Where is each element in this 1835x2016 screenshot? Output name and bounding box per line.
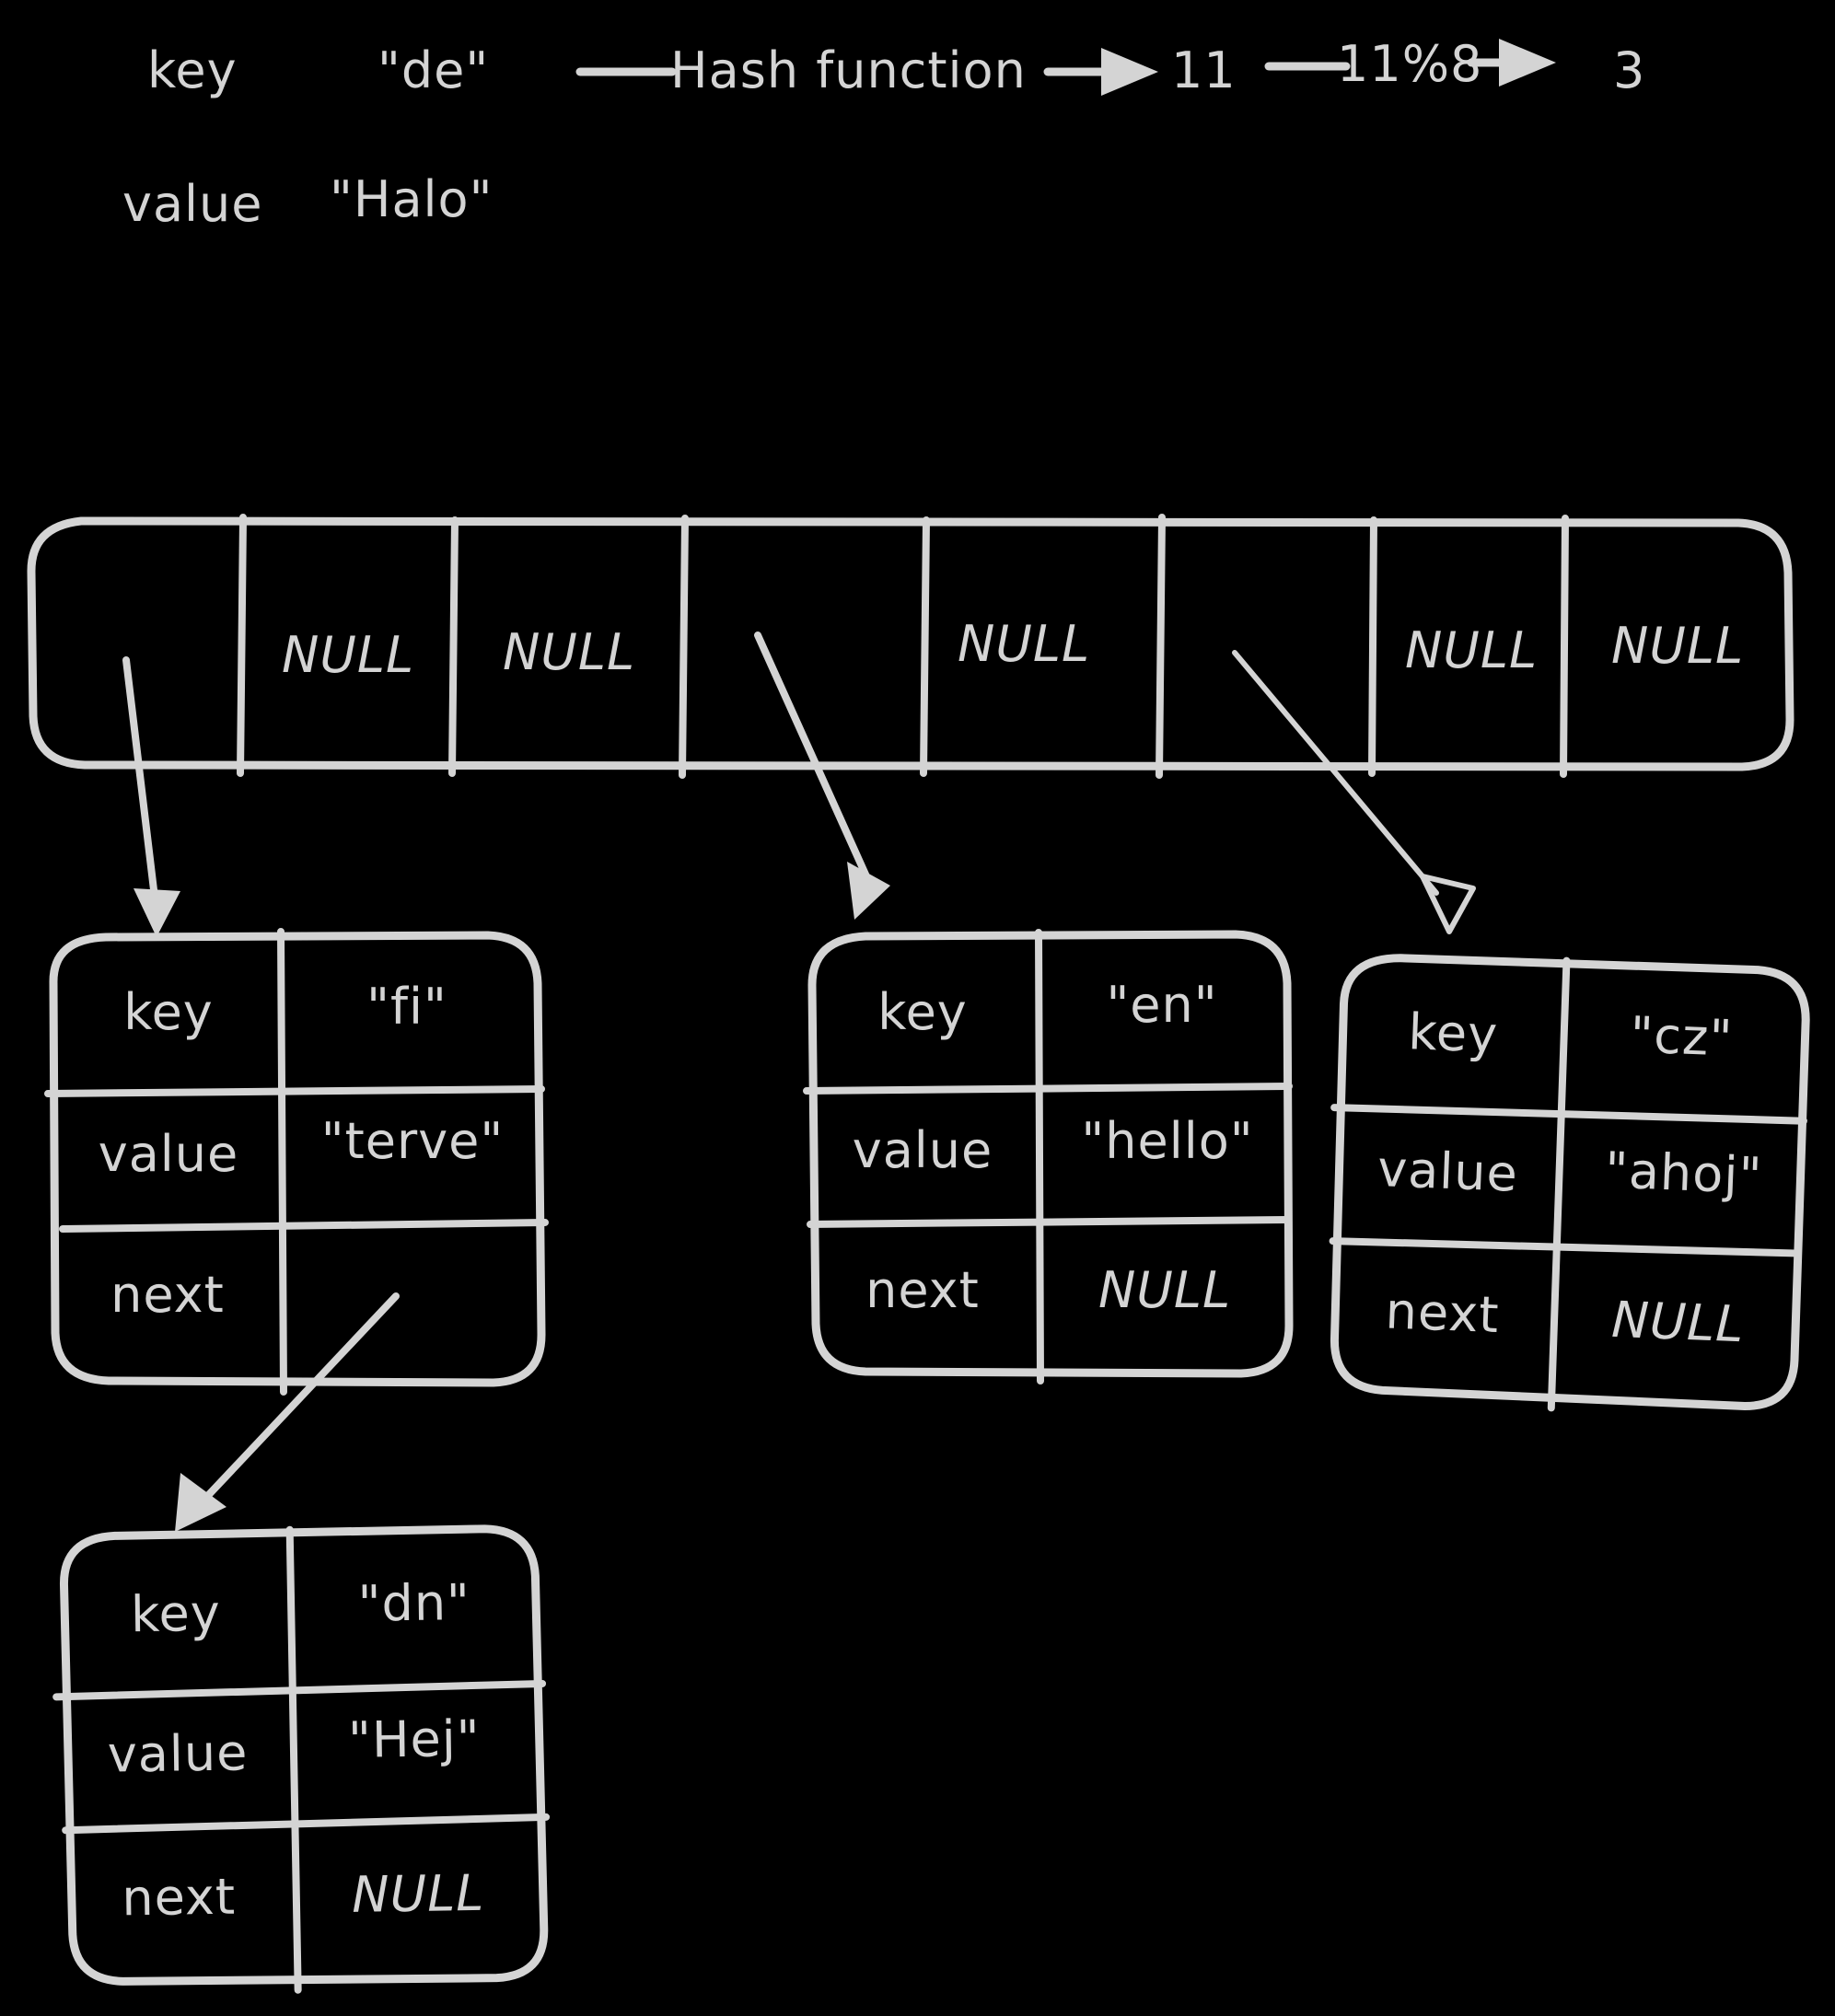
pointer-bucket3-to-node-en [754, 631, 890, 920]
node-fi-value-value: "terve" [321, 1112, 504, 1170]
pointer-node-fi-next-to-node-dn [175, 1292, 400, 1532]
node-dn[interactable]: key "dn" value "Hej" next NULL [52, 1524, 551, 1994]
bucket-divider-5 [1368, 516, 1377, 777]
node-en-outline [807, 930, 1294, 1378]
pointer-bucket0-to-node-fi [122, 656, 180, 937]
node-cz-col-divider [1547, 956, 1571, 1412]
bucket-label-2: NULL [503, 623, 635, 681]
bucket-divider-0 [237, 514, 247, 777]
node-dn-value-label: value [107, 1723, 248, 1783]
node-fi-value-label: value [99, 1125, 239, 1183]
node-dn-row-divider-2 [62, 1813, 551, 1835]
bucket-divider-4 [1156, 514, 1166, 779]
bucket-label-1: NULL [282, 626, 414, 684]
bucket-label-6: NULL [1405, 621, 1538, 679]
node-en-row-divider-1 [803, 1083, 1293, 1095]
header-key-value: "de" [377, 41, 489, 99]
bucket-cell-2[interactable]: NULL [503, 623, 635, 681]
node-en-row-divider-2 [807, 1216, 1291, 1228]
pointer-bucket5-to-node-cz [1232, 650, 1476, 934]
node-cz-key-value: "cz" [1629, 1005, 1734, 1067]
bucket-divider-3 [920, 516, 930, 777]
modulo-arrow-head-icon [1499, 39, 1556, 87]
node-cz-row-divider-1 [1330, 1104, 1807, 1125]
header-key-label: key [147, 41, 238, 99]
node-cz-row-divider-2 [1329, 1237, 1799, 1257]
node-dn-key-label: key [131, 1584, 221, 1643]
node-fi-col-divider [277, 928, 287, 1396]
node-fi-row-divider-2 [59, 1219, 549, 1233]
node-cz-value-value: "ahoj" [1604, 1141, 1763, 1205]
node-dn-row-divider-1 [52, 1679, 547, 1701]
node-en-key-label: key [877, 983, 968, 1041]
node-dn-value-value: "Hej" [348, 1709, 481, 1769]
header-value-value: "Halo" [330, 170, 493, 228]
bucket-cell-1[interactable]: NULL [282, 626, 414, 684]
node-dn-key-value: "dn" [357, 1573, 470, 1633]
node-fi-key-value: "fi" [366, 978, 447, 1036]
node-cz-next-value: NULL [1610, 1291, 1745, 1353]
hash-function-label: Hash function [670, 41, 1027, 99]
modulo-result: 3 [1613, 41, 1645, 99]
bucket-cell-4[interactable]: NULL [958, 615, 1090, 673]
node-en-col-divider [1035, 929, 1044, 1385]
bucket-cell-6[interactable]: NULL [1405, 621, 1538, 679]
node-en-next-label: next [865, 1261, 980, 1319]
bucket-cell-7[interactable]: NULL [1611, 617, 1744, 675]
bucket-divider-6 [1560, 515, 1569, 778]
node-dn-next-label: next [122, 1868, 237, 1928]
hash-arrow-head-icon [1101, 48, 1158, 96]
node-en-value-value: "hello" [1081, 1112, 1253, 1170]
node-cz-next-label: next [1385, 1281, 1501, 1344]
node-cz[interactable]: key "cz" value "ahoj" next NULL [1323, 952, 1810, 1417]
node-dn-col-divider [285, 1525, 302, 1994]
node-fi[interactable]: key "fi" value "terve" next [44, 928, 549, 1396]
hash-result: 11 [1171, 41, 1237, 99]
bucket-divider-1 [448, 516, 459, 777]
node-dn-outline [59, 1524, 549, 1986]
node-fi-key-label: key [123, 983, 214, 1041]
node-fi-outline [49, 931, 546, 1387]
node-en-next-value: NULL [1098, 1261, 1231, 1319]
node-en-key-value: "en" [1106, 976, 1217, 1034]
node-en-value-label: value [853, 1121, 993, 1179]
bucket-divider-2 [679, 515, 689, 779]
bucket-array-outline [27, 516, 1794, 771]
header-value-label: value [122, 175, 263, 233]
bucket-label-7: NULL [1611, 617, 1744, 675]
node-dn-next-value: NULL [352, 1864, 485, 1924]
modulo-label: 11%8 [1337, 35, 1482, 93]
node-cz-outline [1330, 954, 1810, 1410]
node-fi-next-label: next [110, 1266, 225, 1324]
node-cz-value-label: value [1376, 1140, 1519, 1203]
bucket-label-4: NULL [958, 615, 1090, 673]
node-en[interactable]: key "en" value "hello" next NULL [803, 929, 1294, 1385]
node-cz-key-label: key [1407, 1002, 1499, 1064]
node-fi-row-divider-1 [44, 1085, 545, 1097]
